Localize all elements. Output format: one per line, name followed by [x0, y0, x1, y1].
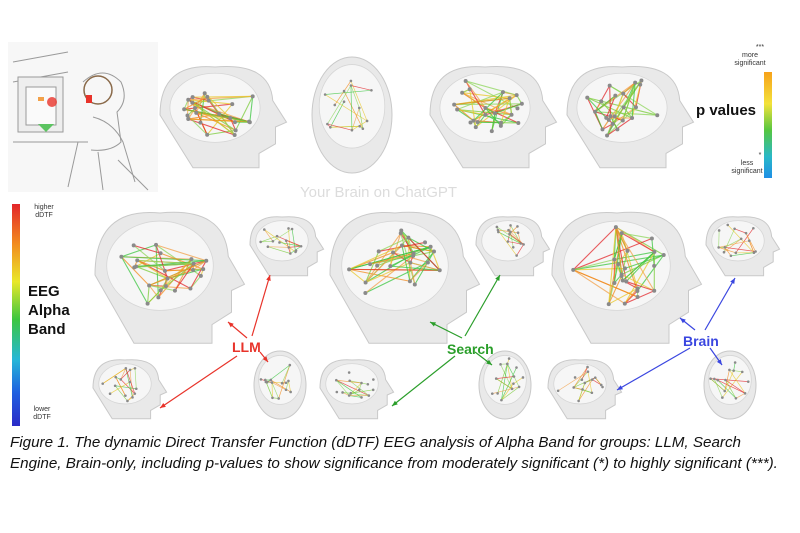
- illustration-person-at-computer: [8, 42, 158, 192]
- head-brain-main: [551, 211, 703, 344]
- head-brain-side: [705, 216, 781, 277]
- pvalue-top-stars: ***: [755, 44, 765, 51]
- head-llm-back: [92, 359, 168, 420]
- head-brain-top: [703, 350, 757, 420]
- pvalue-color-bar: [764, 72, 772, 178]
- search-arrow-top: [474, 351, 493, 366]
- head-search-main: [329, 211, 481, 344]
- head-llm-side: [249, 216, 325, 277]
- group-label-brain: Brain: [683, 333, 719, 349]
- search-arrow-side: [464, 274, 501, 337]
- llm-arrow-top: [259, 351, 269, 363]
- search-arrow-main: [429, 321, 463, 339]
- brain-arrow-top: [709, 347, 723, 366]
- brain-arrow-back: [616, 347, 691, 391]
- head-search-side: [475, 216, 551, 277]
- head-search-top: [478, 350, 532, 420]
- llm-arrow-main: [227, 321, 248, 339]
- brain-network-figure: [92, 56, 781, 420]
- pvalue-top-label: more significant: [734, 52, 766, 67]
- group-label-search: Search: [447, 341, 494, 357]
- pvalue-bottom-stars: *: [758, 152, 762, 159]
- llm-arrow-side: [251, 274, 271, 337]
- brain-arrow-main: [679, 317, 696, 331]
- head-llm-top: [253, 350, 307, 420]
- dtf-title-line-3: Band: [28, 321, 66, 338]
- dtf-top-label: higher dDTF: [34, 204, 54, 219]
- head-brain-back: [547, 359, 623, 420]
- watermark: Your Brain on ChatGPT: [300, 184, 458, 201]
- group-label-llm: LLM: [232, 339, 261, 355]
- head-top-4: [566, 65, 695, 169]
- head-top-2: [311, 56, 393, 174]
- dtf-color-bar: [12, 204, 20, 426]
- search-arrow-back: [391, 355, 456, 407]
- brain-arrow-side: [704, 277, 736, 331]
- pvalue-title: p values: [696, 102, 757, 119]
- head-search-back: [319, 359, 395, 420]
- head-top-3: [429, 65, 558, 169]
- dtf-title-line-1: EEG: [28, 283, 60, 300]
- pvalue-bottom-label: less significant: [731, 160, 763, 175]
- figure-caption: Figure 1. The dynamic Direct Transfer Fu…: [10, 434, 778, 472]
- dtf-title-line-2: Alpha: [28, 302, 70, 319]
- dtf-title: EEG Alpha Band: [28, 282, 70, 339]
- head-top-1: [159, 65, 288, 169]
- llm-arrow-back: [159, 355, 238, 409]
- dtf-bottom-label: lower dDTF: [33, 406, 51, 421]
- head-llm-main: [94, 211, 246, 344]
